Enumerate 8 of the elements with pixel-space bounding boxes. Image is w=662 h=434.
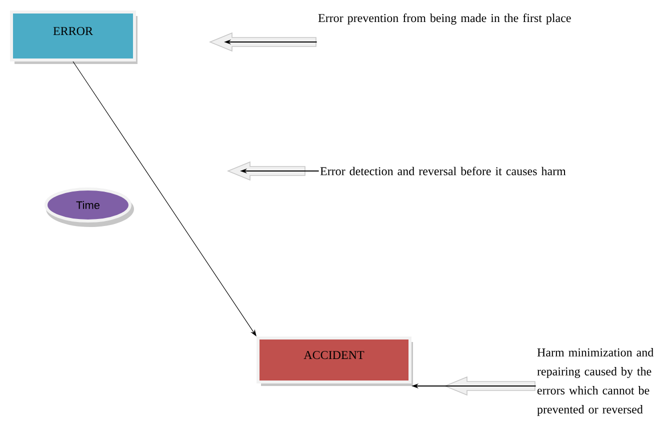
hollow-arrow bbox=[208, 32, 318, 52]
note-text: Error prevention from being made in the first place bbox=[318, 14, 571, 25]
arrow bbox=[72, 61, 256, 336]
note-text: Harm minimization and repairing caused by the errors which cannot be prevented or reversed bbox=[537, 348, 654, 416]
note-text: Error detection and reversal before it causes harm bbox=[320, 166, 566, 176]
hollow-arrow bbox=[226, 161, 320, 181]
process-box: ACCIDENT bbox=[256, 336, 413, 386]
process-box: ERROR bbox=[10, 10, 138, 64]
